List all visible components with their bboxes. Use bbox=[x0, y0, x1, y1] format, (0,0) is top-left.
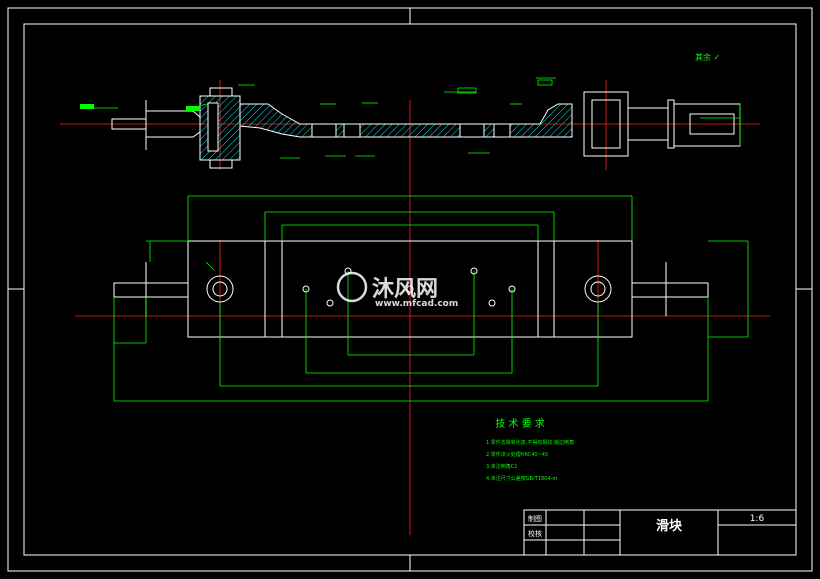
section-view bbox=[111, 87, 741, 169]
title-block-drawn-label: 制图 bbox=[528, 514, 542, 523]
title-block-check-label: 校核 bbox=[528, 529, 542, 538]
watermark-url: www.mfcad.com bbox=[375, 299, 458, 309]
tech-requirements-list: 1.零件去除氧化皮,不得有裂纹,锐边倒角 2.零件淬火处理HRC40~45 3.未注… bbox=[486, 439, 574, 482]
title-block-scale: 1:6 bbox=[750, 514, 765, 524]
title-block-part-name: 滑块 bbox=[656, 518, 683, 534]
surface-finish-note: 其余 ✓ bbox=[695, 52, 720, 62]
watermark-brand: 沐风网 bbox=[372, 277, 438, 302]
watermark: 沐风网 www.mfcad.com bbox=[336, 271, 458, 309]
sheet-frame bbox=[7, 7, 813, 572]
title-block bbox=[523, 509, 797, 556]
tech-requirements: 技 术 要 求 1.零件去除氧化皮,不得有裂纹,锐边倒角 2.零件淬火处理HRC4… bbox=[486, 417, 574, 482]
tech-requirements-heading: 技 术 要 求 bbox=[495, 417, 545, 430]
section-dimensions bbox=[80, 77, 741, 159]
tech-requirement-item: 2.零件淬火处理HRC40~45 bbox=[486, 451, 548, 458]
tech-requirement-item: 3.未注倒角C1 bbox=[486, 463, 517, 470]
front-dimensions bbox=[113, 195, 749, 402]
tech-requirement-item: 1.零件去除氧化皮,不得有裂纹,锐边倒角 bbox=[486, 439, 574, 446]
front-view bbox=[113, 240, 709, 338]
tech-requirement-item: 4.未注尺寸公差按GB/T1804-m bbox=[486, 475, 557, 482]
